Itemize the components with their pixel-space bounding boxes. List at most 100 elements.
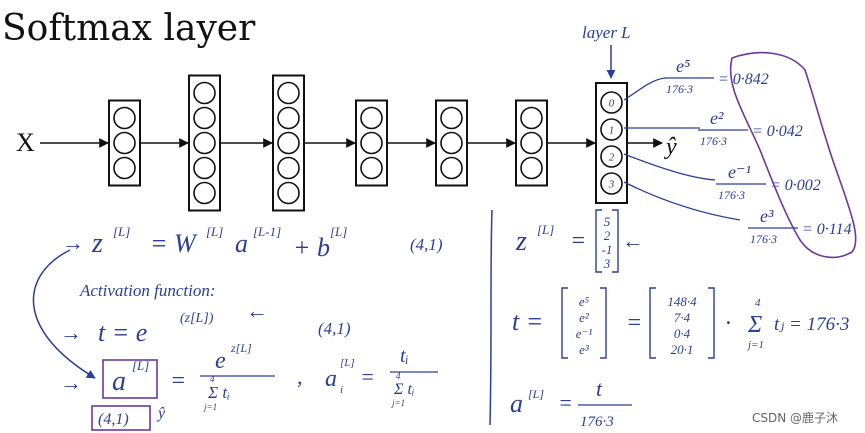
z-vector: 52-13 <box>595 209 619 273</box>
probability-highlight-loop <box>729 51 857 259</box>
neuron <box>277 131 300 155</box>
activation-label: Activation function: <box>79 281 216 300</box>
eq-t-arrow: → <box>60 320 82 345</box>
eq-a-arrow: → <box>60 370 82 395</box>
eq-a-den: Σ tᵢ <box>207 383 230 402</box>
eq-t-shape: (4,1) <box>318 319 351 338</box>
vector-entry: e³ <box>579 342 590 357</box>
t-lhs: t = <box>512 307 543 336</box>
vector-entry: e⁻¹ <box>576 326 593 341</box>
neuron <box>193 131 216 155</box>
bracket-left <box>649 287 656 359</box>
a-eq: = <box>558 390 573 415</box>
input-label: X <box>16 128 35 157</box>
neuron <box>440 156 463 180</box>
t-values-vector: 148·47·40·420·1 <box>649 287 715 359</box>
a-highlight-box <box>102 359 158 399</box>
eq-ai-sup: [L] <box>340 357 355 369</box>
eq-a-num-sup: z[L] <box>230 341 252 355</box>
left-equations: → z [L] = W [L] a [L-1] + b [L] (4,1) Ac… <box>32 224 443 412</box>
eq-a-den-bot: j=1 <box>203 402 217 412</box>
boxed-shape: (4,1) <box>98 411 129 428</box>
z-arrow: ← <box>622 228 644 253</box>
neuron <box>277 181 300 205</box>
probability-value: = 0·002 <box>770 177 821 194</box>
eq-curved-arrow <box>32 249 96 379</box>
divider-line <box>489 209 493 426</box>
eq-a-den-top: 4 <box>210 374 215 384</box>
fraction-denominator: 176·3 <box>750 232 777 246</box>
neuron <box>440 131 463 155</box>
eq-ai-num: tᵢ <box>400 345 409 367</box>
eq-ai-sub: i <box>340 384 343 396</box>
neuron <box>113 156 136 180</box>
probability-value: = 0·042 <box>752 123 803 140</box>
eq-z-lhs: z <box>91 228 103 259</box>
eq-a-sup: [L] <box>132 358 149 373</box>
neuron <box>520 106 543 130</box>
eq-z-w-sup: [L] <box>206 224 223 239</box>
sum-top: 4 <box>755 297 761 309</box>
neuron <box>113 106 136 130</box>
a-num: t <box>596 376 603 401</box>
output-connectors <box>623 77 741 221</box>
fraction-numerator: e⁵ <box>676 56 690 76</box>
output-neuron-label: 3 <box>608 179 615 191</box>
neural-network: 0 1 2 3 <box>40 74 663 212</box>
fraction-numerator: e⁻¹ <box>728 162 751 182</box>
a-lhs: a <box>510 389 523 418</box>
output-neuron <box>600 145 623 168</box>
eq-z-shape: (4,1) <box>410 235 443 254</box>
output-neuron <box>600 172 623 195</box>
bracket-left <box>561 287 568 359</box>
neuron <box>360 156 383 180</box>
output-neuron-label: 1 <box>609 125 615 137</box>
output-fraction: e² 176·3 = 0·042 <box>698 108 803 148</box>
eq-z-a: a <box>235 229 248 258</box>
eq-ai-comma: , <box>297 364 303 389</box>
vector-entry: e² <box>579 310 590 325</box>
output-neuron-label: 2 <box>609 152 615 164</box>
eq-z-a-sup: [L-1] <box>253 224 281 239</box>
eq-a: a <box>112 366 126 397</box>
eq-ai: a <box>325 366 337 392</box>
vector-entry: 0·4 <box>674 326 691 341</box>
fraction-denominator: 176·3 <box>700 134 727 148</box>
vector-entry: 5 <box>604 214 611 229</box>
z-lhs: z <box>515 226 527 257</box>
a-den: 176·3 <box>580 414 614 430</box>
output-fraction: e⁵ 176·3 = 0·842 <box>664 56 769 96</box>
eq-ai-den: Σ tᵢ <box>393 381 414 398</box>
watermark: CSDN @鹿子沐 <box>752 410 838 425</box>
eq-t-left-arrow: ← <box>246 298 268 323</box>
t-eq: = <box>626 310 642 336</box>
fraction-denominator: 176·3 <box>666 82 693 96</box>
output-label: ŷ <box>664 134 677 160</box>
neuron <box>360 131 383 155</box>
eq-ai-den-bot: j=1 <box>391 398 405 408</box>
sum-sigma: Σ <box>747 312 762 338</box>
bracket-right <box>600 287 607 359</box>
vector-entry: 20·1 <box>671 342 694 357</box>
bracket-left <box>595 209 602 273</box>
output-neuron-label: 0 <box>609 98 615 110</box>
neuron <box>520 156 543 180</box>
fraction-numerator: e³ <box>760 206 774 226</box>
bracket-right <box>612 209 619 273</box>
sum-expr: tⱼ = 176·3 <box>774 314 849 335</box>
output-fraction: e³ 176·3 = 0·114 <box>748 206 852 246</box>
probability-value: = 0·842 <box>718 71 769 88</box>
neuron <box>193 106 216 130</box>
bracket-right <box>708 287 715 359</box>
output-neuron <box>600 118 623 141</box>
fraction-numerator: e² <box>710 108 724 128</box>
neuron <box>277 81 300 105</box>
probability-value: = 0·114 <box>802 221 852 238</box>
z-eq: = <box>570 228 586 254</box>
eq-a-num: e <box>215 348 226 374</box>
eq-t-sup: (z[L]) <box>180 311 214 326</box>
